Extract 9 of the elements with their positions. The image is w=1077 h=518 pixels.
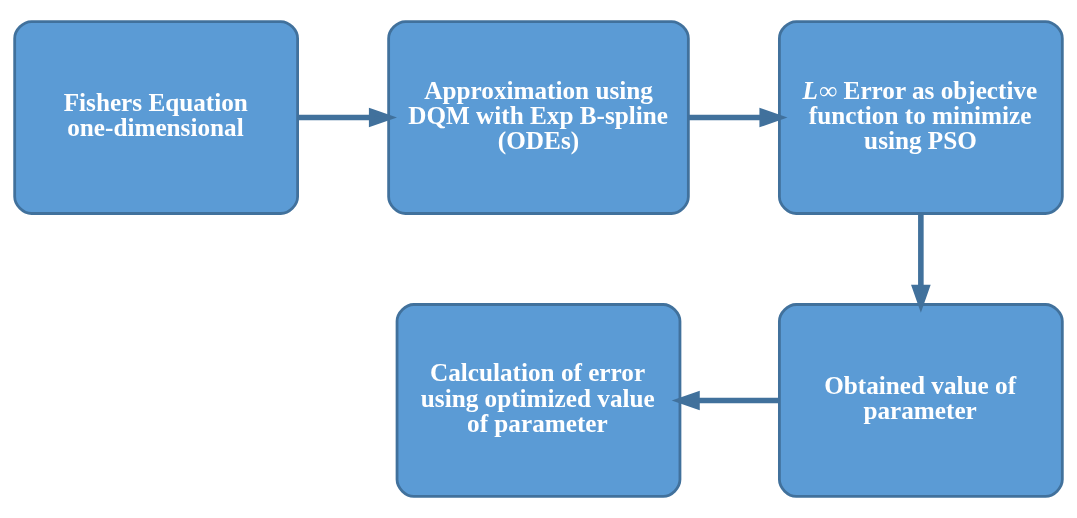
- node-box: Obtained value of parameter: [778, 303, 1064, 498]
- node-box: Calculation of error using optimized value of parameter: [395, 303, 682, 498]
- arrow: [688, 107, 788, 128]
- node-box: Approximation using DQM with Exp B-spline (ODEs): [387, 20, 690, 215]
- arrow: [671, 390, 780, 411]
- arrow: [297, 107, 397, 128]
- arrow: [911, 213, 931, 313]
- node-box: L∞ Error as objective function to minimize using PSO: [778, 20, 1064, 215]
- node-box: Fishers Equation one-dimensional: [13, 20, 299, 215]
